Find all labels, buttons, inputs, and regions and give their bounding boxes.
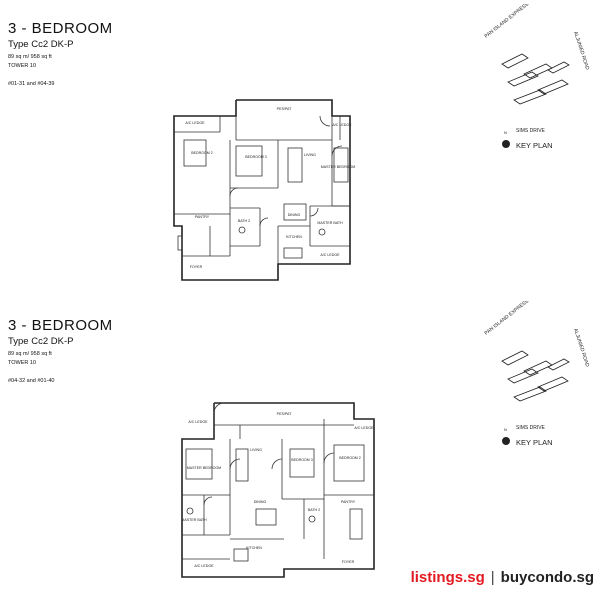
key-plan: PAN ISLAND EXPRESSWAY (PIE) ALJUNIED ROA…	[484, 301, 591, 447]
plan-type: Type Cc2 DK-P	[8, 336, 74, 347]
road-label-aljunied: ALJUNIED ROAD	[572, 31, 590, 71]
road-label-sims-drive: SIMS DRIVE	[516, 128, 546, 134]
room-label-pantry: PANTRY	[195, 215, 210, 219]
room-label-bath2: BATH 2	[238, 219, 250, 223]
floor-plan-drawing: PES/PAT A/C LEDGE A/C LEDGE MASTER BEDRO…	[181, 402, 375, 578]
plan-tower: TOWER 10	[8, 63, 37, 69]
room-label-dining: DINING	[288, 213, 301, 217]
floor-plan-sheet-bottom: 3 - BEDROOM Type Cc2 DK-P 89 sq m/ 958 s…	[0, 297, 600, 593]
room-label-dining: DINING	[254, 500, 267, 504]
north-label: N	[504, 130, 507, 135]
floor-plan-drawing: PES/PAT A/C LEDGE A/C LEDGE BEDROOM 2 BE…	[173, 99, 356, 281]
room-label-living: LIVING	[250, 448, 262, 452]
room-label-ac-ledge-bottom: A/C LEDGE	[320, 253, 340, 257]
site-blocks	[501, 53, 570, 105]
room-label-ac-ledge-bottom: A/C LEDGE	[194, 564, 214, 568]
road-label-pie: PAN ISLAND EXPRESSWAY (PIE)	[484, 301, 549, 337]
north-label: N	[504, 427, 507, 432]
road-label-sims-drive: SIMS DRIVE	[516, 425, 546, 431]
footer-separator: |	[490, 568, 495, 586]
room-label-foyer: FOYER	[190, 265, 203, 269]
key-plan-label: KEY PLAN	[516, 141, 553, 150]
plan-units: #01-31 and #04-39	[8, 81, 55, 87]
room-label-living: LIVING	[304, 153, 316, 157]
footer-branding: listings.sg | buycondo.sg	[411, 565, 594, 589]
room-label-master-bedroom: MASTER BEDROOM	[187, 466, 222, 470]
listings-sg-link[interactable]: listings.sg	[410, 568, 485, 586]
road-label-aljunied: ALJUNIED ROAD	[572, 328, 590, 368]
plan-tower: TOWER 10	[8, 360, 37, 366]
plan-area: 89 sq m/ 958 sq ft	[8, 351, 52, 357]
room-label-bedroom2: BEDROOM 2	[191, 151, 213, 155]
room-label-pantry: PANTRY	[341, 500, 356, 504]
site-blocks	[501, 350, 570, 402]
room-label-bedroom3: BEDROOM 3	[245, 155, 267, 159]
plan-units: #04-32 and #01-40	[8, 378, 55, 384]
room-label-master-bath: MASTER BATH	[181, 518, 207, 522]
plan-title: 3 - BEDROOM	[8, 20, 113, 37]
room-label-ac-ledge-right: A/C LEDGE	[332, 123, 352, 127]
north-compass-icon	[502, 140, 510, 148]
room-label-ac-ledge-right: A/C LEDGE	[354, 426, 374, 430]
floor-plan-sheet-top: 3 - BEDROOM Type Cc2 DK-P 89 sq m/ 958 s…	[0, 0, 600, 296]
room-label-foyer: FOYER	[342, 560, 355, 564]
room-label-master-bedroom: MASTER BEDROOM	[321, 165, 356, 169]
north-compass-icon	[502, 437, 510, 445]
room-label-pes: PES/PAT	[277, 412, 292, 416]
key-plan: PAN ISLAND EXPRESSWAY (PIE) ALJUNIED ROA…	[484, 4, 591, 150]
key-plan-label: KEY PLAN	[516, 438, 553, 447]
plan-area: 89 sq m/ 958 sq ft	[8, 54, 52, 60]
room-label-pes: PES/PAT	[277, 107, 292, 111]
room-label-master-bath: MASTER BATH	[317, 221, 343, 225]
room-label-bedroom3: BEDROOM 3	[291, 458, 313, 462]
room-label-ac-ledge-left: A/C LEDGE	[188, 420, 208, 424]
plan-title: 3 - BEDROOM	[8, 317, 113, 334]
plan-type: Type Cc2 DK-P	[8, 39, 74, 50]
room-label-kitchen: KITCHEN	[246, 546, 262, 550]
room-label-ac-ledge-left: A/C LEDGE	[185, 121, 205, 125]
room-label-kitchen: KITCHEN	[286, 235, 302, 239]
room-label-bath2: BATH 2	[308, 508, 320, 512]
road-label-pie: PAN ISLAND EXPRESSWAY (PIE)	[484, 4, 549, 40]
buycondo-sg-link[interactable]: buycondo.sg	[500, 568, 594, 586]
room-label-bedroom2: BEDROOM 2	[339, 456, 361, 460]
